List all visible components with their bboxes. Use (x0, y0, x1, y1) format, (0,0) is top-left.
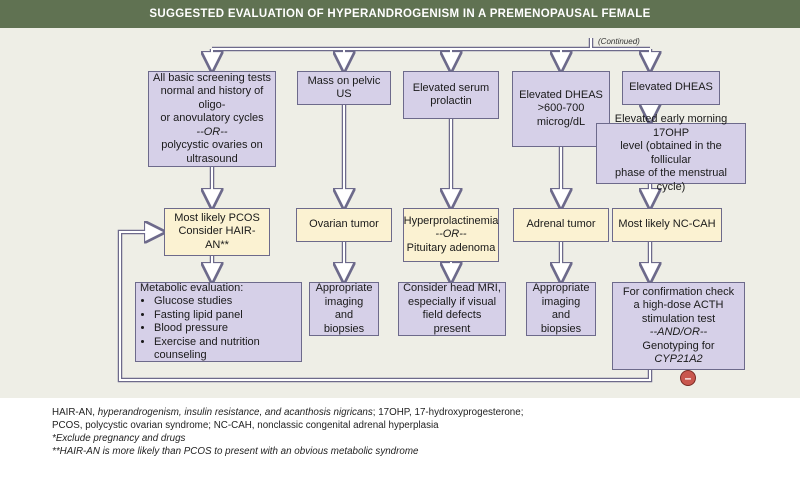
node-text: Ovarian tumor (309, 218, 379, 231)
list-item: Exercise and nutrition counseling (154, 336, 297, 363)
node-text: Appropriate (315, 282, 373, 294)
node-pcos: Most likely PCOS Consider HAIR-AN** (164, 208, 270, 256)
continued-label: (Continued) (598, 37, 640, 46)
metabolic-list: Glucose studies Fasting lipid panel Bloo… (140, 295, 297, 363)
node-text: imaging (541, 295, 581, 308)
node-dheas: Elevated DHEAS (622, 71, 720, 105)
node-basic-screening: All basic screening tests normal and his… (148, 71, 276, 167)
node-text: Elevated early morning 17OHP (614, 113, 728, 139)
node-text: field defects present (422, 309, 482, 335)
list-item: Blood pressure (154, 322, 297, 336)
node-text: Mass on pelvic US (307, 74, 381, 101)
node-text: Adrenal tumor (526, 218, 596, 231)
node-imaging-biopsies-2: Appropriate imaging and biopsies (526, 282, 596, 336)
node-text: Hyperprolactinemia (403, 214, 499, 227)
footnote-line: HAIR-AN, hyperandrogenism, insulin resis… (52, 406, 772, 419)
node-text: a high-dose ACTH (633, 299, 724, 311)
node-text: and biopsies (323, 309, 365, 335)
node-head-mri: Consider head MRI, especially if visual … (398, 282, 506, 336)
footnotes: HAIR-AN, hyperandrogenism, insulin resis… (52, 406, 772, 458)
node-text: ultrasound (186, 152, 238, 165)
node-text: stimulation test (641, 312, 716, 325)
footnote-italic: hyperandrogenism, insulin resistance, an… (97, 407, 373, 418)
node-text: prolactin (430, 95, 472, 107)
node-text: Consider head MRI, (403, 282, 501, 294)
node-hyperprolactinemia: Hyperprolactinemia --OR-- Pituitary aden… (403, 208, 499, 262)
node-text: Metabolic evaluation: (140, 281, 244, 294)
list-item: Glucose studies (154, 295, 297, 309)
node-text: and biopsies (540, 309, 582, 335)
footnote-abbr: HAIR-AN, (52, 407, 98, 418)
node-confirmation: For confirmation check a high-dose ACTH … (612, 282, 745, 370)
minus-badge-icon: – (680, 370, 696, 386)
node-text: Pituitary adenoma (406, 241, 496, 254)
node-text: For confirmation check (622, 285, 735, 298)
node-text: Most likely PCOS (174, 211, 260, 224)
footnote-rest: ; 17OHP, 17-hydroxyprogesterone; (372, 407, 524, 418)
node-text: Genotyping for CYP21A2 (617, 340, 740, 367)
node-text: Elevated serum (412, 81, 490, 94)
node-text: --AND/OR-- (649, 326, 708, 338)
node-text: Most likely NC-CAH (618, 218, 716, 231)
node-text: or anovulatory cycles (160, 112, 264, 125)
node-text: level (obtained in the follicular (620, 140, 722, 166)
node-text: normal and history of oligo- (160, 85, 264, 111)
node-text: Consider HAIR-AN** (178, 225, 256, 251)
node-text: phase of the menstrual cycle) (615, 167, 727, 193)
node-text: All basic screening tests (153, 71, 271, 84)
node-text: --OR-- (435, 228, 467, 241)
node-text: imaging (324, 295, 364, 308)
node-text: Elevated DHEAS (629, 81, 713, 94)
node-serum-prolactin: Elevated serum prolactin (403, 71, 499, 119)
node-text: especially if visual (407, 295, 497, 308)
node-text: polycystic ovaries on (161, 139, 263, 152)
gene-name: CYP21A2 (654, 353, 703, 365)
node-17ohp: Elevated early morning 17OHP level (obta… (596, 113, 746, 193)
footnote-line: *Exclude pregnancy and drugs (52, 433, 186, 444)
node-text: --OR-- (196, 125, 228, 138)
node-text: Appropriate (532, 282, 590, 294)
node-adrenal-tumor: Adrenal tumor (513, 208, 609, 242)
footnote-line: **HAIR-AN is more likely than PCOS to pr… (52, 446, 419, 457)
genotyping-text: Genotyping for (642, 339, 715, 352)
node-imaging-biopsies-1: Appropriate imaging and biopsies (309, 282, 379, 336)
footnote-line: PCOS, polycystic ovarian syndrome; NC-CA… (52, 420, 439, 431)
node-text: Elevated DHEAS (519, 88, 603, 101)
node-nc-cah: Most likely NC-CAH (612, 208, 722, 242)
node-ovarian-tumor: Ovarian tumor (296, 208, 392, 242)
node-text: >600-700 microg/dL (536, 102, 586, 128)
node-dheas-high: Elevated DHEAS >600-700 microg/dL (512, 71, 610, 147)
node-mass-pelvic-us: Mass on pelvic US (297, 71, 391, 105)
node-metabolic-evaluation: Metabolic evaluation: Glucose studies Fa… (135, 282, 302, 362)
list-item: Fasting lipid panel (154, 309, 297, 323)
figure-title: SUGGESTED EVALUATION OF HYPERANDROGENISM… (0, 0, 800, 28)
